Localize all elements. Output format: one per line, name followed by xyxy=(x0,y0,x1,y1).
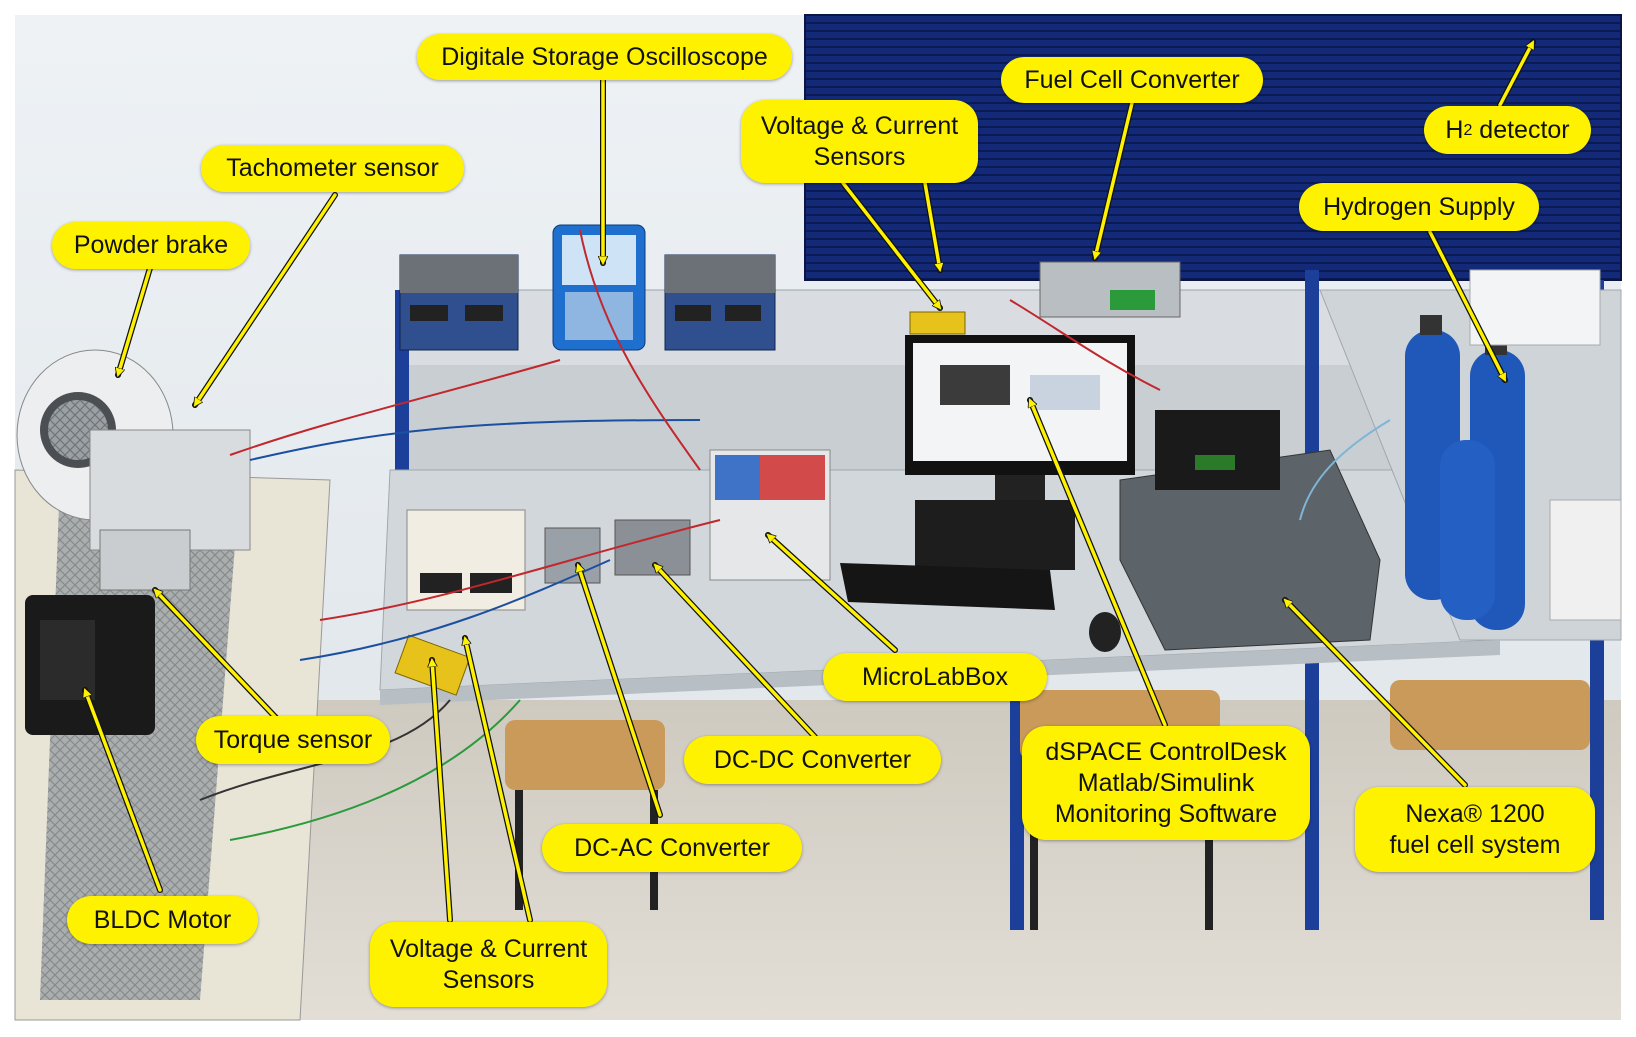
label-dspace-controldesk: dSPACE ControlDesk Matlab/Simulink Monit… xyxy=(1022,726,1310,840)
label-nexa-fuel-cell: Nexa® 1200 fuel cell system xyxy=(1355,787,1595,872)
label-bldc-motor: BLDC Motor xyxy=(67,896,258,944)
dcdc-converter-device xyxy=(614,519,691,576)
label-voltage-current-sensors-bottom: Voltage & Current Sensors xyxy=(370,922,607,1007)
label-fuel-cell-converter: Fuel Cell Converter xyxy=(1001,57,1263,103)
nexa-fuel-cell-device xyxy=(1119,449,1381,651)
keyboard xyxy=(840,563,1055,610)
label-microlabbox: MicroLabBox xyxy=(823,653,1047,701)
torque-sensor-device xyxy=(99,529,191,591)
label-torque-sensor: Torque sensor xyxy=(196,716,390,764)
background-photo xyxy=(14,14,1622,1021)
label-voltage-current-sensors-top: Voltage & Current Sensors xyxy=(741,100,978,183)
h2-main: H xyxy=(1445,115,1464,144)
mouse xyxy=(1089,612,1121,652)
label-dcac-converter: DC-AC Converter xyxy=(542,824,802,872)
multimeter-top xyxy=(909,311,966,335)
cables xyxy=(199,229,1391,841)
label-powder-brake: Powder brake xyxy=(52,222,250,269)
label-tachometer-sensor: Tachometer sensor xyxy=(201,145,464,192)
label-dcdc-converter: DC-DC Converter xyxy=(684,736,941,784)
h2-sub: 2 xyxy=(1463,121,1473,139)
annotation-arrows xyxy=(82,42,1536,923)
panel-meter xyxy=(406,509,526,611)
h2-rest: detector xyxy=(1472,115,1570,144)
h2-detector-device xyxy=(1469,269,1601,346)
label-hydrogen-supply: Hydrogen Supply xyxy=(1299,183,1539,231)
dcac-converter-device xyxy=(544,527,601,584)
label-oscilloscope: Digitale Storage Oscilloscope xyxy=(417,34,792,80)
chair xyxy=(505,720,665,790)
